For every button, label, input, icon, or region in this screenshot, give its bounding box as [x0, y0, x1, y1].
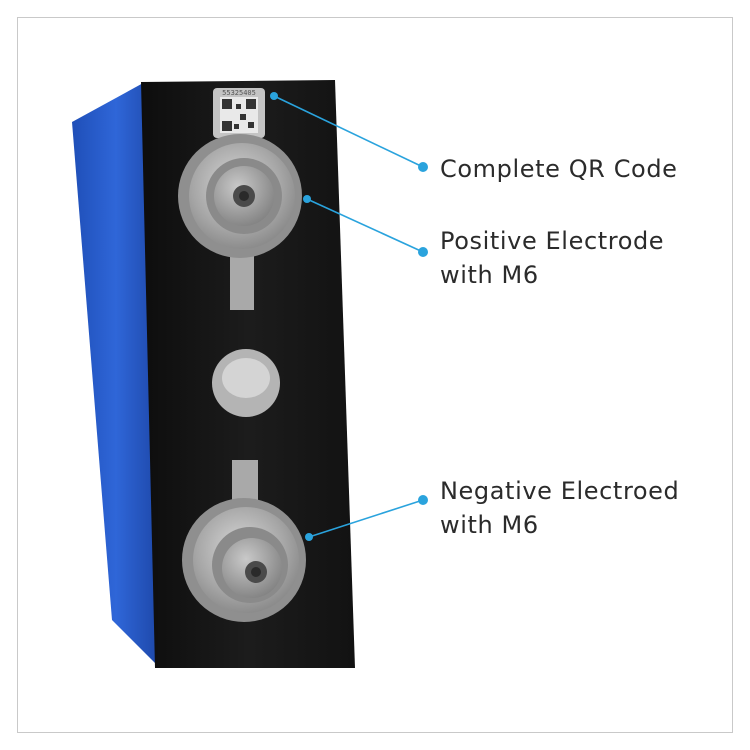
image-frame — [17, 17, 733, 733]
callout-label-positive: Positive Electrode with M6 — [440, 224, 664, 292]
qr-sticker-code: 55325405 — [222, 89, 256, 97]
safety-vent — [212, 349, 280, 417]
negative-label-line1: Negative Electroed — [440, 477, 680, 505]
callout-label-qr: Complete QR Code — [440, 152, 678, 186]
callout-positive — [303, 195, 428, 257]
qr-label-text: Complete QR Code — [440, 155, 678, 183]
negative-label-line2: with M6 — [440, 511, 539, 539]
callout-qr — [270, 92, 428, 172]
positive-terminal — [178, 134, 302, 310]
qr-sticker: 55325405 — [213, 88, 265, 138]
positive-label-line1: Positive Electrode — [440, 227, 665, 255]
battery-side-blue — [72, 82, 160, 668]
positive-label-line2: with M6 — [440, 261, 539, 289]
callout-negative — [305, 495, 428, 541]
negative-terminal — [182, 460, 306, 622]
callout-label-negative: Negative Electroed with M6 — [440, 474, 679, 542]
